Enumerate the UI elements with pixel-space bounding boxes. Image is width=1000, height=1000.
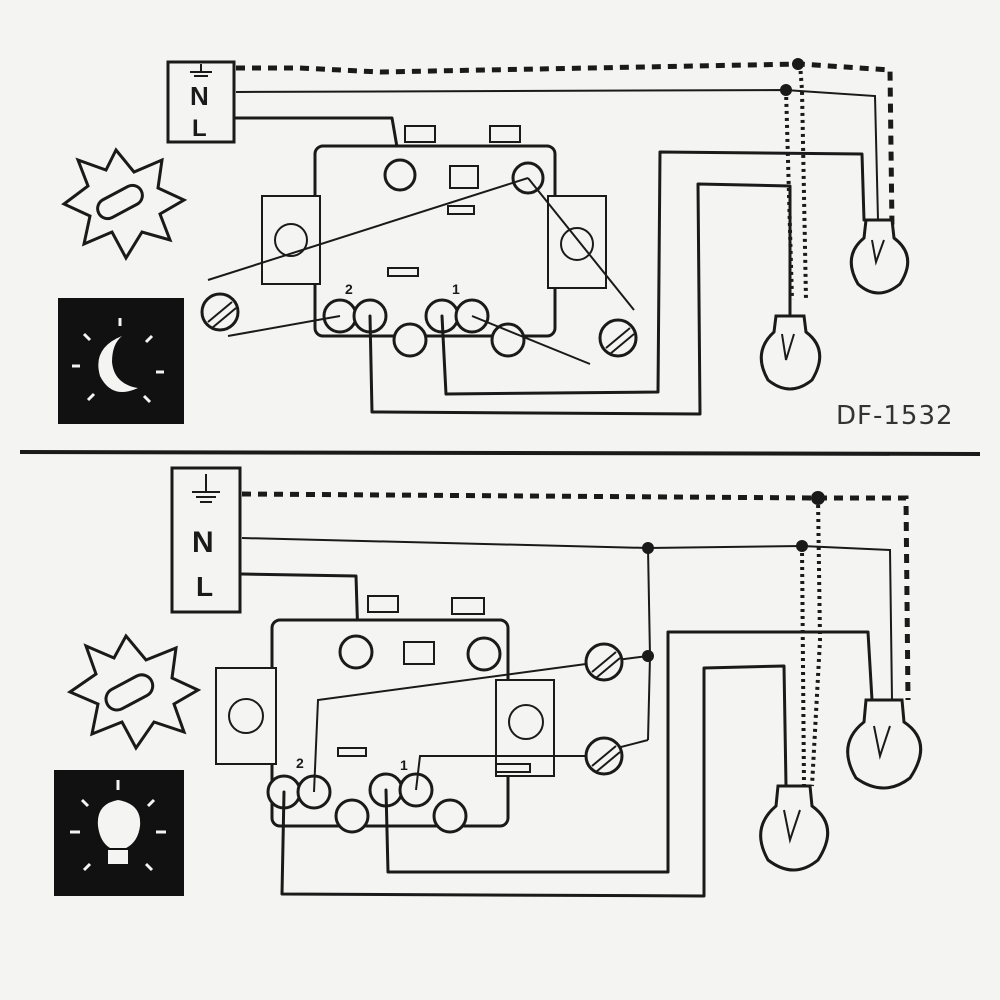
top-earth-drop [798, 63, 808, 301]
panel-divider [19, 450, 981, 456]
bottom-neutral-drop [800, 545, 806, 787]
sun-icon [66, 633, 202, 751]
bulb-icon [54, 770, 184, 896]
top-earth-wire [236, 61, 895, 229]
bottom-lamp-left [759, 784, 830, 872]
top-neutral-junction [780, 84, 792, 96]
bottom-lamp-right [846, 698, 923, 790]
top-sensor-lead-right [471, 315, 591, 365]
bottom-earth-junction [811, 491, 825, 505]
bottom-neutral-tap [647, 547, 652, 741]
top-sensor-lead-diag [527, 177, 635, 311]
moon-icon [58, 298, 184, 424]
top-neutral-label: N [190, 81, 209, 111]
top-output-loop-outer [368, 182, 792, 416]
top-output-loop-inner [440, 150, 866, 396]
top-neutral-wire [235, 88, 879, 221]
bottom-terminal-label-right: 1 [400, 757, 408, 773]
bottom-neutral-label: N [192, 526, 214, 559]
bottom-switch-body: 2 1 [215, 595, 555, 834]
top-terminal-label-right: 1 [452, 281, 460, 297]
bottom-earth-wire [241, 491, 911, 701]
bottom-live-label: L [196, 571, 213, 602]
bottom-earth-drop [810, 497, 823, 787]
sun-icon [61, 147, 188, 262]
ground-icon [190, 64, 212, 77]
top-panel: N L [58, 58, 954, 431]
bottom-panel: N L [54, 466, 923, 898]
bottom-output-loop-inner [384, 630, 874, 874]
top-live-label: L [192, 115, 207, 142]
bottom-supply-block: N L [170, 466, 242, 614]
top-lamp-right [849, 218, 910, 295]
top-sensor-lead-left [207, 177, 529, 281]
bottom-neutral-junction-b [796, 540, 808, 552]
top-switch-body: 2 1 [261, 125, 607, 358]
top-sensor-lead-low [227, 315, 341, 337]
top-earth-junction [792, 58, 804, 70]
top-lamp-left [759, 314, 822, 391]
top-supply-block: N L [166, 60, 236, 144]
bottom-output-loop-outer [280, 664, 788, 898]
ground-icon [192, 474, 220, 503]
model-code-label: DF-1532 [836, 401, 954, 431]
bottom-terminal-label-left: 2 [296, 755, 304, 771]
top-terminal-label-left: 2 [345, 281, 353, 297]
